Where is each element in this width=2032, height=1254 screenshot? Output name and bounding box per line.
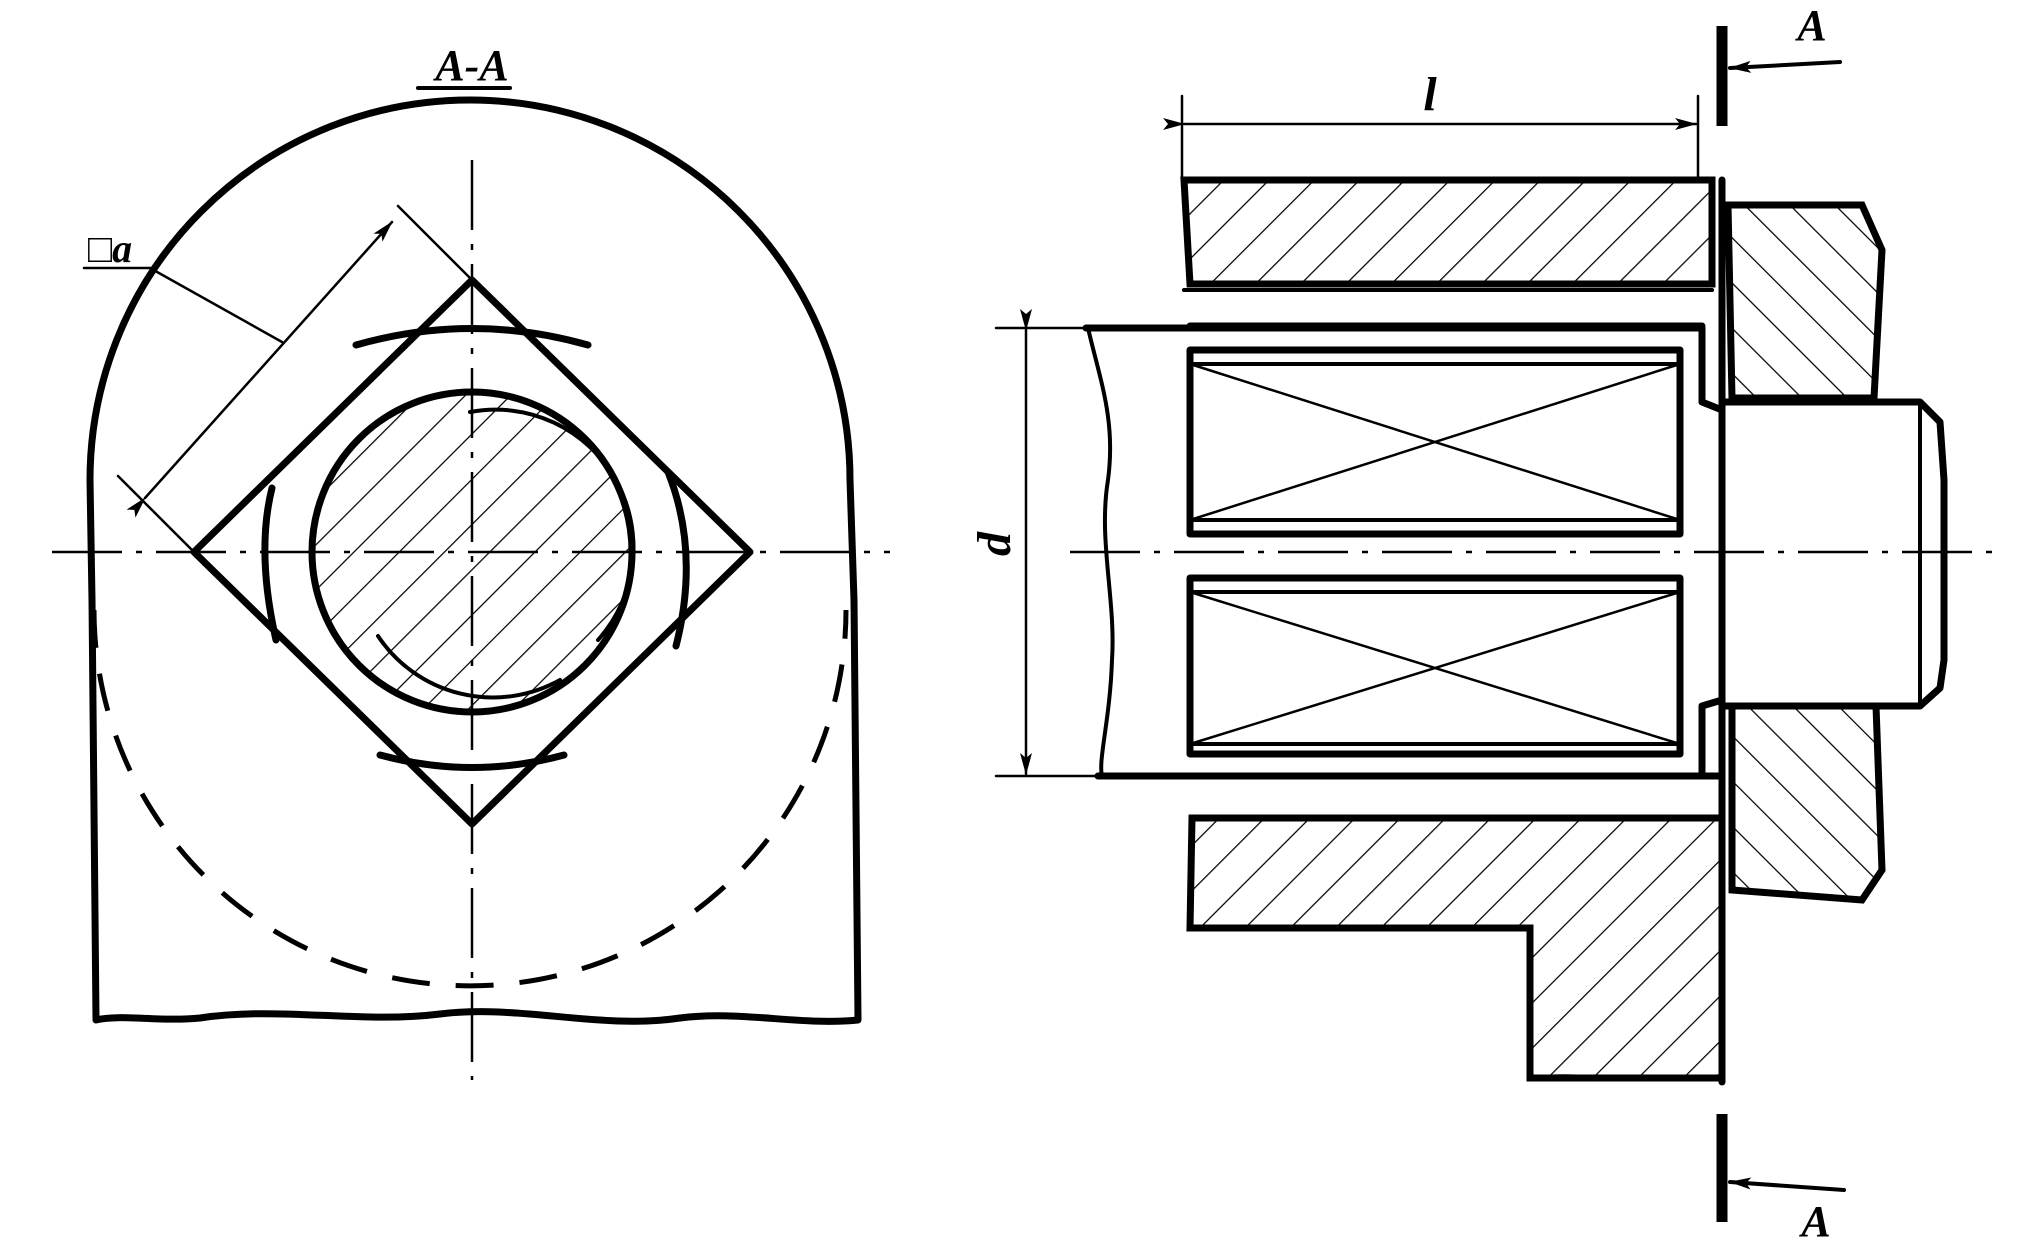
housing-break: [1528, 1074, 1724, 1081]
flange-plate-lower: [1728, 702, 1886, 904]
section-mark-top-label: A: [1794, 1, 1826, 50]
shaft-break: [1086, 326, 1115, 778]
housing-lower-wall: [1186, 814, 1726, 1082]
square-leader: [148, 266, 284, 344]
key-upper: [1186, 346, 1684, 538]
square-label: □a: [88, 226, 132, 271]
section-mark-top-arrow: [1728, 60, 1842, 73]
section-mark-bottom-arrow: [1728, 1177, 1846, 1192]
bore-arc-left: [261, 484, 280, 644]
diameter-label: d: [968, 531, 1021, 556]
section-mark-bottom-label: A: [1798, 1197, 1830, 1246]
bolt-stud: [1718, 398, 1948, 710]
housing-upper-wall: [1180, 176, 1716, 288]
square-dimension-line: [126, 220, 394, 518]
key-upper-diag-2: [1188, 362, 1682, 522]
key-lower-diag-2: [1188, 590, 1682, 746]
bore-arc-right: [664, 468, 690, 650]
body-outline: [86, 96, 862, 1025]
square-extension-1: [396, 204, 474, 282]
section-title: A-A: [432, 41, 508, 90]
shaft-outline: [1082, 324, 1726, 780]
section-view-a-a: A-A □a: [52, 41, 890, 1080]
shaft-inner-arc: [468, 407, 636, 642]
key-lower: [1186, 574, 1684, 758]
side-view: l d A A: [968, 1, 2000, 1246]
flange-plate: [1724, 201, 1886, 402]
hidden-arc: [91, 609, 849, 989]
length-label: l: [1423, 68, 1437, 121]
shaft-inner-arc-low: [376, 634, 562, 700]
